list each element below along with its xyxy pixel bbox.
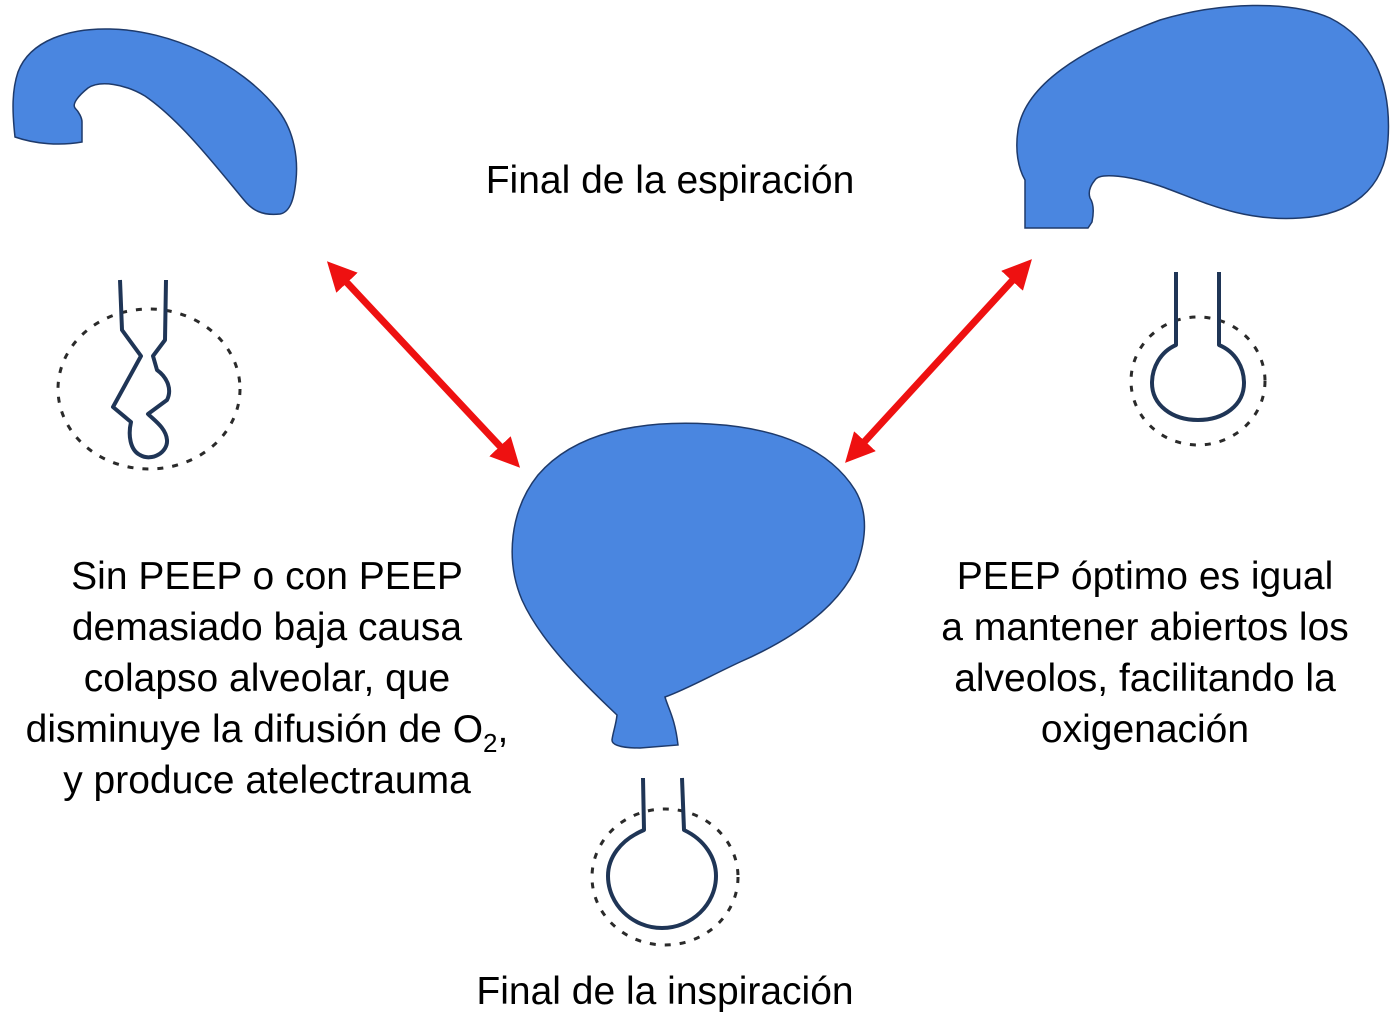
no-peep-description: Sin PEEP o con PEEP demasiado baja causa… bbox=[0, 551, 534, 806]
dashed-alveolus-outline bbox=[56, 307, 242, 471]
double-arrow-left bbox=[326, 261, 521, 468]
inflated-lung-shape bbox=[511, 422, 866, 749]
description-line: colapso alveolar, que bbox=[83, 657, 451, 700]
description-line: Sin PEEP o con PEEP bbox=[71, 555, 463, 598]
o2-subscript: 2 bbox=[483, 728, 498, 758]
description-line: alveolos, facilitando la bbox=[954, 657, 1336, 700]
description-line: oxigenación bbox=[1040, 708, 1250, 751]
description-line-o2: disminuye la difusión de O2, bbox=[0, 704, 534, 758]
inflated-alveolus-icon bbox=[590, 777, 740, 947]
collapsed-lung-shape bbox=[12, 28, 298, 216]
o2-text: disminuye la difusión de O bbox=[25, 708, 484, 751]
o2-trailing-comma: , bbox=[497, 708, 509, 751]
description-line: PEEP óptimo es igual bbox=[956, 555, 1334, 598]
description-line: demasiado baja causa bbox=[71, 606, 463, 649]
title-end-of-inspiration: Final de la inspiración bbox=[476, 970, 854, 1013]
double-arrow-right bbox=[845, 259, 1032, 463]
collapsed-alveolus-icon bbox=[56, 279, 242, 471]
dashed-alveolus-outline bbox=[590, 807, 740, 947]
open-airway bbox=[1150, 272, 1246, 422]
optimal-peep-description: PEEP óptimo es igual a mantener abiertos… bbox=[900, 551, 1390, 755]
open-alveolus-icon bbox=[1129, 272, 1267, 447]
inflated-airway bbox=[606, 777, 718, 930]
description-line: a mantener abiertos los bbox=[941, 606, 1349, 649]
description-line: y produce atelectrauma bbox=[63, 759, 471, 802]
title-end-of-expiration: Final de la espiración bbox=[485, 159, 855, 202]
collapsed-airway bbox=[111, 279, 172, 460]
dashed-alveolus-outline bbox=[1129, 315, 1267, 447]
open-lung-shape bbox=[1016, 4, 1390, 229]
